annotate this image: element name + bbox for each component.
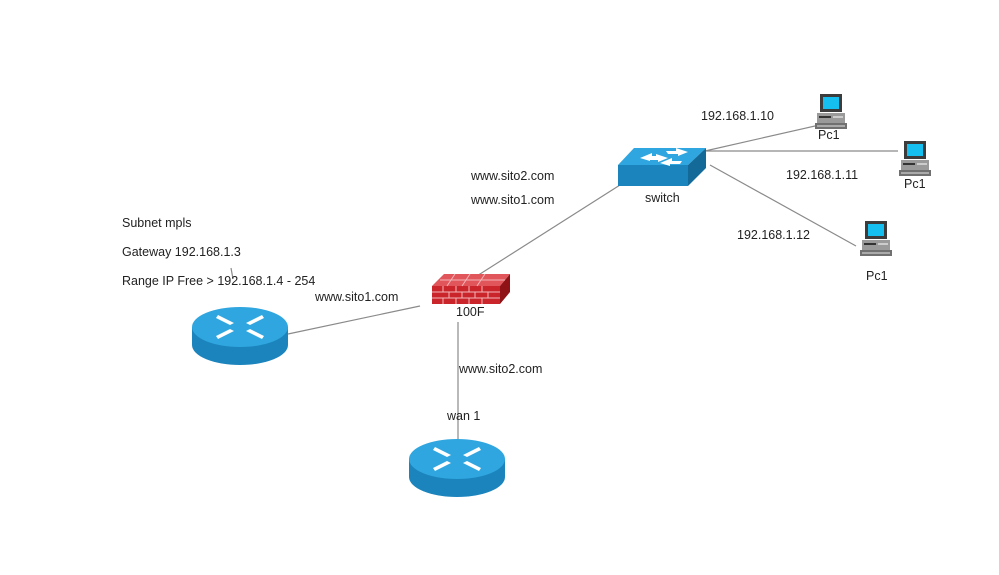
switch-label: switch [645, 191, 680, 205]
pc-icon[interactable] [815, 94, 847, 129]
pc-label: Pc1 [904, 177, 926, 191]
firewall-label: 100F [456, 305, 485, 319]
link-switch-pc3 [709, 164, 857, 247]
note-gateway: Gateway 192.168.1.3 [122, 245, 241, 259]
pc-ip-label: 192.168.1.12 [737, 228, 810, 242]
pc-label: Pc1 [818, 128, 840, 142]
link-label: www.sito2.com [459, 362, 543, 376]
pc-ip-label: 192.168.1.11 [786, 168, 859, 182]
pc-ip-label: 192.168.1.10 [701, 109, 774, 123]
router-mpls-icon[interactable] [192, 307, 288, 365]
link-label: www.sito1.com [471, 193, 555, 207]
switch-icon[interactable] [618, 148, 706, 186]
note-subnet: Subnet mpls [122, 216, 192, 230]
pc-label: Pc1 [866, 269, 888, 283]
pc-icon[interactable] [860, 221, 892, 256]
link-firewall-switch [457, 184, 621, 289]
link-label: www.sito1.com [315, 290, 399, 304]
port-label: wan 1 [447, 409, 481, 423]
link-switch-pc1 [704, 125, 816, 152]
pc-icon[interactable] [899, 141, 931, 176]
router-wan-icon[interactable] [409, 439, 505, 497]
annotation-pointer [230, 267, 234, 280]
firewall-icon[interactable] [432, 273, 510, 304]
link-label: www.sito2.com [471, 169, 555, 183]
link-firewall-router-mpls [287, 305, 421, 335]
note-range: Range IP Free > 192.168.1.4 - 254 [122, 274, 316, 288]
